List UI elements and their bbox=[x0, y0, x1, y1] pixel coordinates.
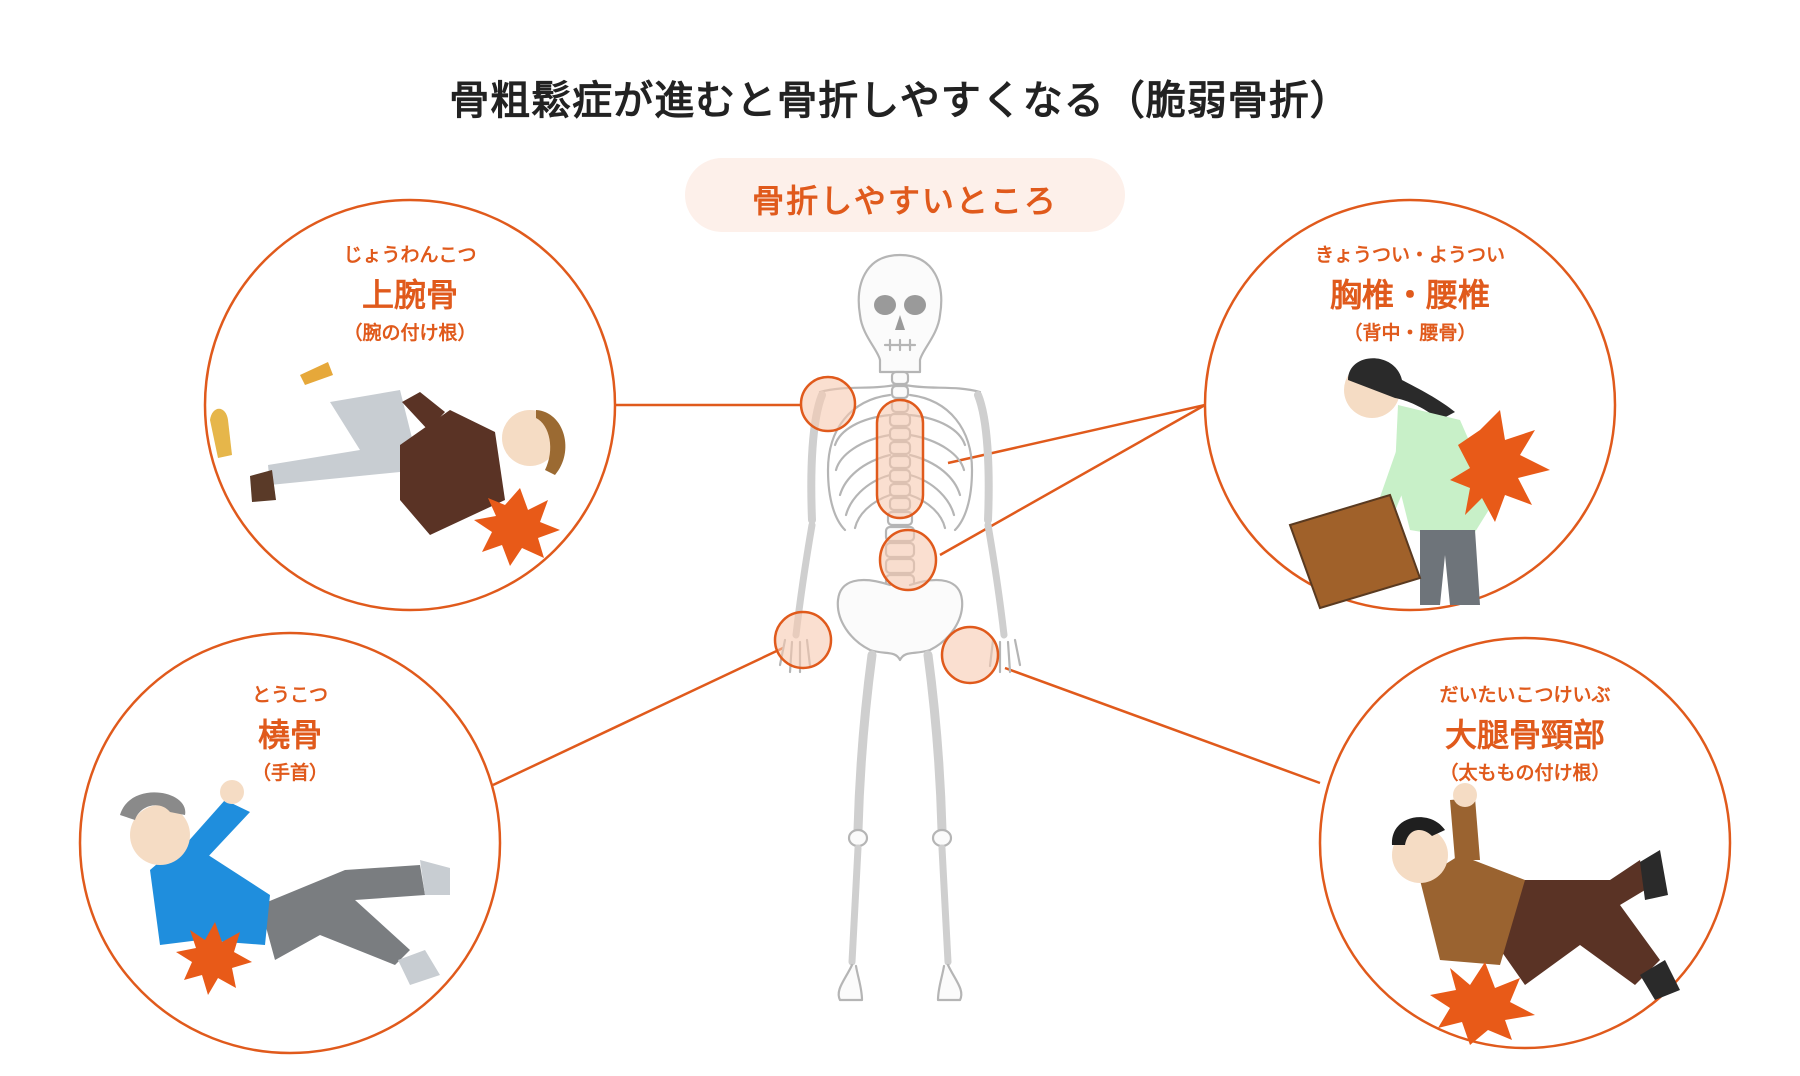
hand-raised bbox=[1453, 783, 1477, 807]
hand-raised bbox=[220, 780, 244, 804]
radius-name: 橈骨 bbox=[257, 716, 322, 754]
clavicle-right bbox=[903, 383, 982, 394]
subtitle-label: 骨折しやすいところ bbox=[752, 182, 1058, 220]
ribs bbox=[833, 413, 967, 530]
spine-desc: （背中・腰骨） bbox=[1343, 322, 1477, 344]
arm-raised bbox=[1450, 798, 1480, 860]
person-falling-hip bbox=[1391, 783, 1680, 1045]
femur-reading: だいたいこつけいぶ bbox=[1439, 684, 1611, 706]
hair bbox=[1348, 358, 1455, 420]
head bbox=[1392, 827, 1448, 883]
pain-burst bbox=[1430, 962, 1535, 1045]
shoe-back bbox=[250, 470, 276, 502]
highlight-femur bbox=[940, 625, 1000, 685]
hair bbox=[1391, 817, 1445, 845]
highlight-lumbar bbox=[878, 528, 938, 592]
head bbox=[130, 805, 190, 865]
tibia-right bbox=[938, 844, 952, 966]
person-lifting-box bbox=[1288, 358, 1550, 610]
pain-burst bbox=[1450, 410, 1550, 522]
shoes bbox=[398, 860, 450, 985]
humerus-right bbox=[974, 391, 993, 524]
pants bbox=[1420, 530, 1480, 605]
person-falling-wrist bbox=[120, 780, 450, 995]
fracture-highlights bbox=[773, 375, 1000, 685]
connector-femur bbox=[1004, 666, 1321, 785]
shoe-front bbox=[300, 362, 333, 385]
forearm-right bbox=[984, 521, 1008, 639]
person-falling-shoulder bbox=[210, 362, 566, 566]
spine-name: 胸椎・腰椎 bbox=[1329, 276, 1490, 314]
femur-right bbox=[923, 650, 947, 835]
hair bbox=[120, 792, 186, 820]
femur-name: 大腿骨頸部 bbox=[1444, 716, 1605, 754]
foot-right bbox=[936, 963, 963, 1002]
highlight-radius bbox=[773, 610, 833, 670]
subtitle-pill bbox=[685, 158, 1125, 232]
shoes bbox=[1640, 850, 1680, 1000]
spine-reading: きょうつい・ようつい bbox=[1314, 244, 1505, 266]
nose-cavity bbox=[895, 315, 905, 330]
sweater bbox=[150, 840, 270, 945]
radius-reading: とうこつ bbox=[251, 684, 328, 706]
diagram-title: 骨粗鬆症が進むと骨折しやすくなる（脆弱骨折） bbox=[449, 78, 1351, 124]
arm-raised bbox=[185, 800, 250, 860]
pants bbox=[260, 865, 425, 965]
tibia-left bbox=[848, 844, 862, 966]
pain-burst bbox=[474, 488, 560, 566]
eye-socket-left bbox=[874, 295, 896, 315]
teeth bbox=[883, 338, 917, 352]
kneecap-left bbox=[847, 828, 869, 848]
box bbox=[1288, 493, 1422, 610]
slipper bbox=[210, 408, 232, 458]
connector-radius bbox=[492, 646, 784, 787]
pants bbox=[268, 390, 420, 485]
humerus-reading: じょうわんこつ bbox=[343, 244, 477, 266]
arm bbox=[402, 392, 445, 430]
eye-socket-right bbox=[904, 295, 926, 315]
ribcage-outline bbox=[826, 393, 974, 532]
pain-burst bbox=[176, 922, 252, 995]
hair bbox=[536, 410, 566, 475]
highlight-thoracic bbox=[875, 398, 925, 520]
humerus-name: 上腕骨 bbox=[361, 276, 458, 314]
jacket bbox=[400, 410, 505, 535]
kneecap-right bbox=[931, 828, 953, 848]
femur-desc: （太ももの付け根） bbox=[1439, 762, 1611, 784]
skull bbox=[857, 253, 943, 374]
foot-left bbox=[837, 963, 864, 1002]
humerus-desc: （腕の付け根） bbox=[343, 322, 477, 344]
pants bbox=[1490, 860, 1660, 985]
radius-desc: （手首） bbox=[251, 762, 328, 784]
pelvis bbox=[836, 578, 964, 662]
callout-spine bbox=[1203, 198, 1617, 612]
jacket bbox=[1420, 855, 1525, 965]
connector-lumbar bbox=[939, 403, 1206, 557]
femur-left bbox=[853, 650, 877, 835]
highlight-humerus bbox=[799, 375, 857, 433]
